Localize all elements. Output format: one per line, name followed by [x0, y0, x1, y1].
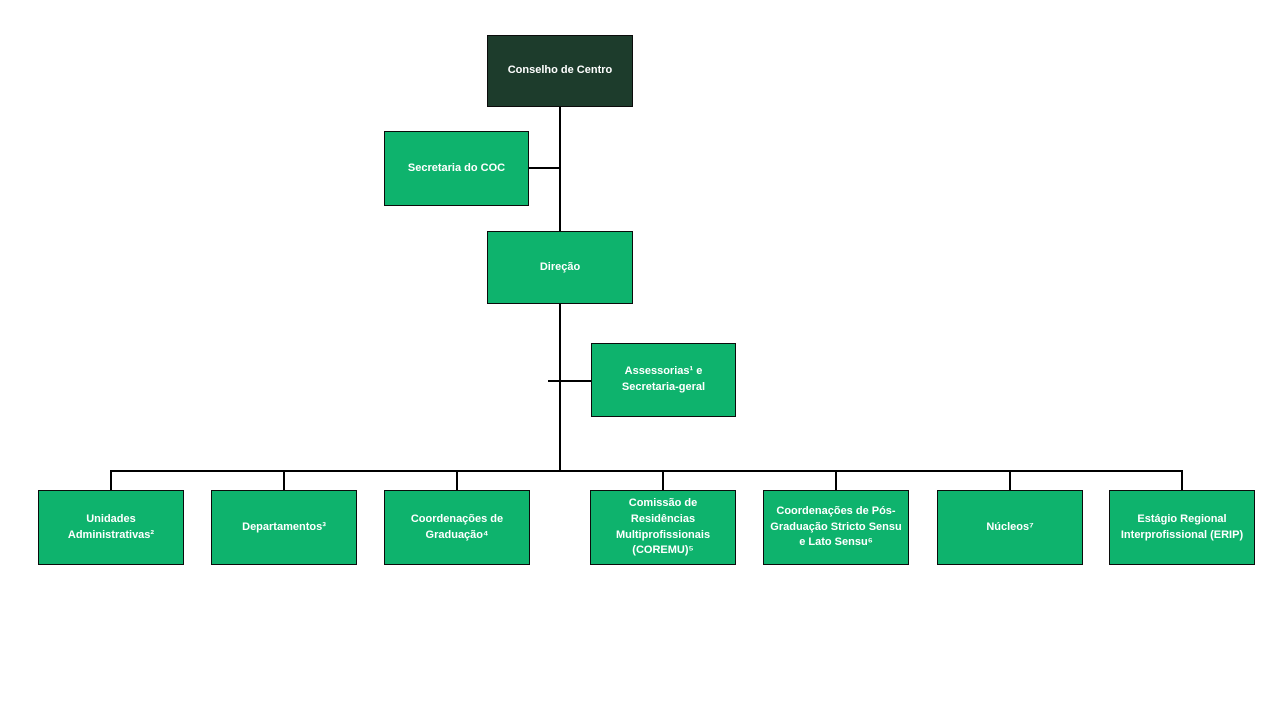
node-departamentos: Departamentos³ — [211, 490, 357, 565]
connector-direcao-to-rail — [559, 304, 561, 471]
connector-drop-estagio-erip — [1181, 470, 1183, 490]
connector-drop-nucleos — [1009, 470, 1011, 490]
connector-children-rail — [110, 470, 1183, 472]
node-coordenacoes-pos-graduacao: Coordenações de Pós-Graduação Stricto Se… — [763, 490, 909, 565]
node-nucleos: Núcleos⁷ — [937, 490, 1083, 565]
node-coordenacoes-de-graduacao: Coordenações de Graduação⁴ — [384, 490, 530, 565]
connector-drop-unidades — [110, 470, 112, 490]
node-unidades-administrativas: Unidades Administrativas² — [38, 490, 184, 565]
node-comissao-residencias-coremu: Comissão de Residências Multiprofissiona… — [590, 490, 736, 565]
node-secretaria-do-coc: Secretaria do COC — [384, 131, 529, 206]
connector-assessorias-branch — [548, 380, 592, 382]
connector-drop-coordenacoes-pos — [835, 470, 837, 490]
node-assessorias-secretaria-geral: Assessorias¹ e Secretaria-geral — [591, 343, 736, 417]
connector-root-to-direcao — [559, 107, 561, 231]
connector-drop-coordenacoes-graduacao — [456, 470, 458, 490]
node-estagio-regional-erip: Estágio Regional Interprofissional (ERIP… — [1109, 490, 1255, 565]
connector-secretaria-branch — [529, 167, 561, 169]
node-conselho-de-centro: Conselho de Centro — [487, 35, 633, 107]
connector-drop-departamentos — [283, 470, 285, 490]
connector-drop-comissao-coremu — [662, 470, 664, 490]
node-direcao: Direção — [487, 231, 633, 304]
